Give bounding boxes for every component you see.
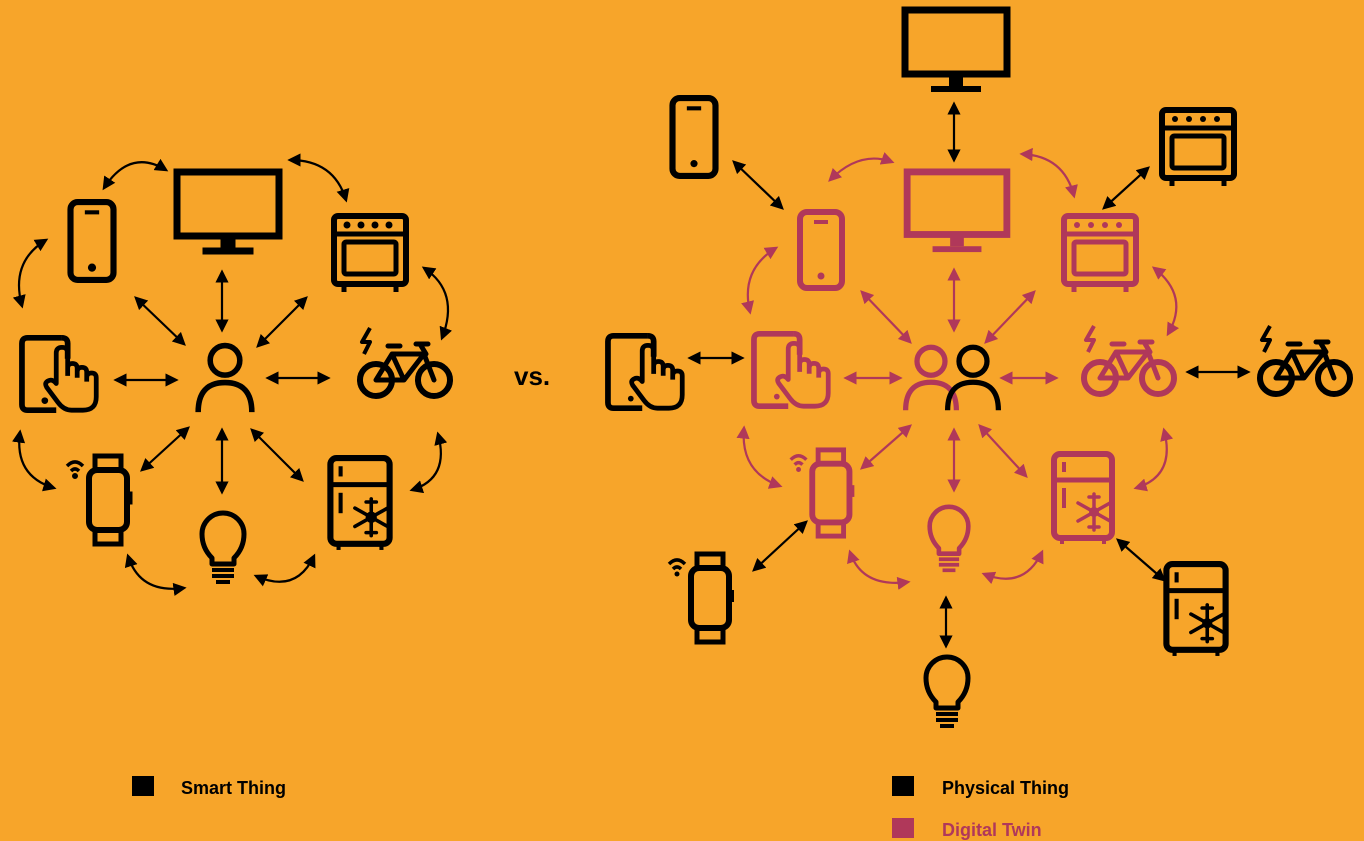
twin-e-bike-icon bbox=[1084, 326, 1174, 394]
lightbulb-icon bbox=[926, 657, 968, 726]
legend-label-digital-twin: Digital Twin bbox=[942, 820, 1042, 840]
oven-icon bbox=[1162, 110, 1234, 186]
smartphone-icon bbox=[673, 98, 716, 176]
vs-label: vs. bbox=[514, 361, 550, 391]
digital-twin-connections bbox=[736, 147, 1179, 590]
oven-icon bbox=[334, 216, 406, 292]
tv-icon bbox=[177, 172, 279, 254]
twin-oven-icon bbox=[1064, 216, 1136, 292]
smartwatch-wifi-icon bbox=[67, 456, 132, 544]
person-icon bbox=[198, 346, 252, 413]
fridge-icon bbox=[330, 458, 389, 550]
smart-thing-connections bbox=[12, 153, 452, 596]
e-bike-icon bbox=[1260, 326, 1350, 394]
legend-swatch-digital-twin bbox=[892, 818, 914, 838]
legend-swatch-smart-thing bbox=[132, 776, 154, 796]
twin-tv-icon bbox=[907, 172, 1007, 252]
e-bike-icon bbox=[360, 328, 450, 396]
fridge-icon bbox=[1166, 564, 1225, 656]
tv-icon bbox=[905, 10, 1007, 92]
smartwatch-wifi-icon bbox=[669, 554, 734, 642]
physical-icons bbox=[608, 10, 1350, 726]
legend-swatch-physical-thing bbox=[892, 776, 914, 796]
legend: Smart Thing Physical Thing Digital Twin bbox=[132, 776, 1069, 840]
legend-label-physical-thing: Physical Thing bbox=[942, 778, 1069, 798]
twin-lightbulb-icon bbox=[930, 507, 969, 570]
physical-twin-links bbox=[687, 101, 1251, 649]
twin-smartwatch-wifi-icon bbox=[791, 450, 855, 536]
tablet-touch-icon bbox=[22, 338, 96, 410]
smart-thing-diagram bbox=[12, 153, 452, 596]
smartphone-icon bbox=[71, 202, 114, 280]
tablet-touch-icon bbox=[608, 336, 682, 408]
twin-fridge-icon bbox=[1054, 454, 1112, 544]
twin-tablet-touch-icon bbox=[754, 334, 828, 406]
legend-label-smart-thing: Smart Thing bbox=[181, 778, 286, 798]
twin-smartphone-icon bbox=[800, 212, 842, 288]
digital-twin-diagram bbox=[608, 10, 1350, 726]
lightbulb-icon bbox=[202, 513, 244, 582]
